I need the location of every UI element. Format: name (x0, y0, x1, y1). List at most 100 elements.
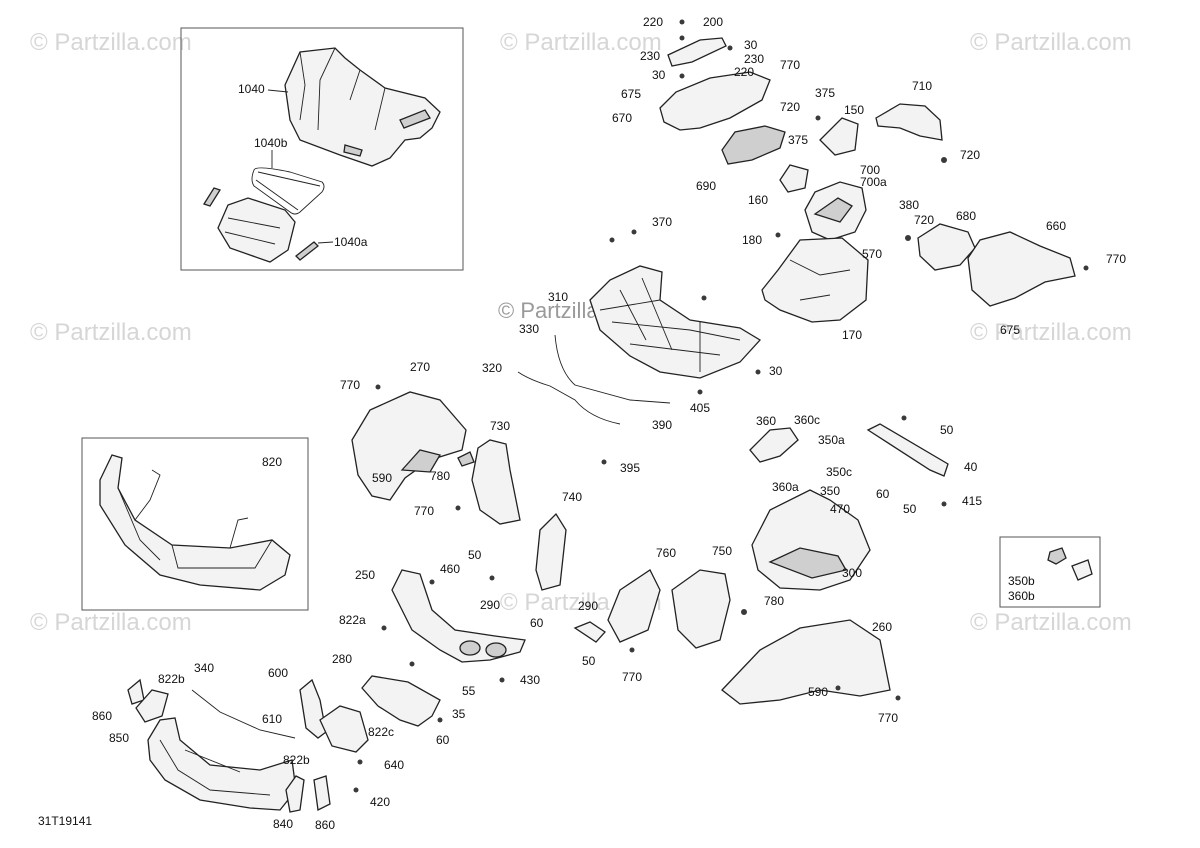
callout-360b: 360b (1008, 589, 1035, 603)
callout-670: 670 (612, 111, 632, 125)
nacelle-detail (789, 259, 851, 301)
callout-60: 60 (876, 487, 890, 501)
panel-part-660 (967, 231, 1076, 307)
bolt (629, 647, 635, 653)
bolt (375, 384, 381, 390)
watermark-text: © Partzilla.com (30, 319, 192, 346)
panel-750 (671, 569, 731, 649)
callout-300: 300 (842, 566, 862, 580)
callout-290: 290 (578, 599, 598, 613)
callout-390: 390 (652, 418, 672, 432)
storage-seal-inner (255, 171, 321, 211)
callout-720: 720 (914, 213, 934, 227)
bolt (381, 625, 387, 631)
callout-700a: 700a (860, 175, 887, 189)
callout-160: 160 (748, 193, 768, 207)
callout-60: 60 (436, 733, 450, 747)
grille-340 (191, 689, 296, 739)
callout-570: 570 (862, 247, 882, 261)
callout-822a: 822a (339, 613, 366, 627)
callout-640: 640 (384, 758, 404, 772)
cover-part-200 (667, 37, 727, 67)
callout-850: 850 (109, 731, 129, 745)
leader-line (317, 241, 334, 244)
callout-55: 55 (462, 684, 476, 698)
callout-840: 840 (273, 817, 293, 831)
guard-850 (135, 689, 169, 723)
callout-375: 375 (788, 133, 808, 147)
callout-760: 760 (656, 546, 676, 560)
inset-box (999, 536, 1101, 608)
callout-590: 590 (372, 471, 392, 485)
cover-part-150 (819, 117, 859, 156)
callout-690: 690 (696, 179, 716, 193)
callout-860: 860 (315, 818, 335, 832)
guard-860-left (127, 678, 145, 705)
guard-860-right (313, 775, 331, 811)
callout-420: 420 (370, 795, 390, 809)
bolt (775, 232, 781, 238)
front-rack-310 (589, 265, 762, 379)
callout-330: 330 (519, 322, 539, 336)
callout-350c: 350c (826, 465, 852, 479)
rear-storage-inset: 1040 1040b 1040a (180, 27, 464, 271)
front-fascia-group: 270 770 590 780 730 770 740 (340, 360, 582, 591)
bolt (409, 661, 415, 667)
callout-1040: 1040 (238, 82, 265, 96)
figure-id: 31T19141 (38, 814, 92, 828)
callout-30: 30 (652, 68, 666, 82)
callout-822b: 822b (283, 753, 310, 767)
cover-part-690 (721, 125, 786, 165)
clip-inset: 350b 360b (999, 536, 1101, 608)
front-bumper-inset: 820 (81, 437, 309, 611)
callout-50: 50 (903, 502, 917, 516)
callout-822c: 822c (368, 725, 394, 739)
rack-rail-330 (554, 334, 671, 404)
callout-350: 350 (820, 484, 840, 498)
callout-35: 35 (452, 707, 466, 721)
bolt (679, 73, 685, 79)
callout-360: 360 (756, 414, 776, 428)
callout-290: 290 (480, 598, 500, 612)
callout-720: 720 (780, 100, 800, 114)
cover-part-710 (875, 103, 943, 141)
bolt (895, 695, 901, 701)
bolt (941, 501, 947, 507)
callout-820: 820 (262, 455, 282, 469)
callout-220: 220 (643, 15, 663, 29)
callout-700: 700 (860, 163, 880, 177)
front-rack-grid (599, 277, 741, 372)
bolt (679, 35, 685, 41)
nut-part (1047, 547, 1067, 565)
bolt (1083, 265, 1089, 271)
bolt (631, 229, 637, 235)
callout-230: 230 (744, 52, 764, 66)
cover-part-160 (779, 164, 809, 193)
callout-675: 675 (1000, 323, 1020, 337)
clip-290 (573, 621, 606, 643)
bumper-lower-detail (159, 739, 271, 796)
hood-vent (768, 547, 847, 579)
bolt (437, 717, 443, 723)
callout-730: 730 (490, 419, 510, 433)
callout-770: 770 (1106, 252, 1126, 266)
callout-50: 50 (940, 423, 954, 437)
callout-415: 415 (962, 494, 982, 508)
watermark-text: © Partzilla.com (970, 609, 1132, 636)
fascia-250 (391, 569, 526, 663)
bolt (679, 19, 685, 25)
inset-box (81, 437, 309, 611)
callout-675: 675 (621, 87, 641, 101)
callout-770: 770 (622, 670, 642, 684)
bottom-bumper-group: 822a 280 55 430 35 60 340 822b 860 850 6… (92, 613, 540, 832)
fender-260 (721, 619, 891, 705)
callout-360a: 360a (772, 480, 799, 494)
storage-lid-latch (343, 109, 431, 157)
storage-seal (251, 167, 325, 215)
bolt (357, 759, 363, 765)
bolt (499, 677, 505, 683)
callout-50: 50 (582, 654, 596, 668)
bolt (697, 389, 703, 395)
callout-260: 260 (872, 620, 892, 634)
